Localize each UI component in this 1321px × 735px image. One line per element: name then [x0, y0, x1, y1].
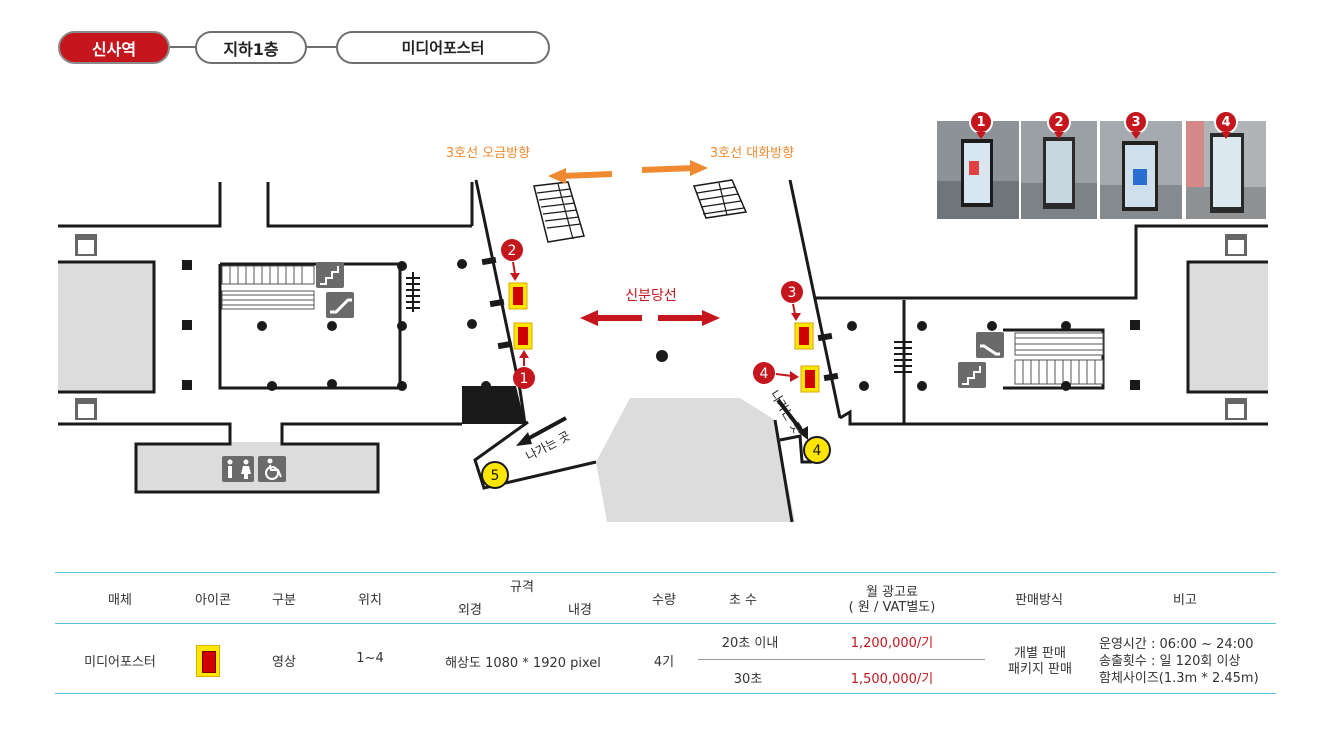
- media-poster-4[interactable]: [800, 365, 820, 393]
- exit-5[interactable]: 5: [481, 416, 567, 489]
- breadcrumb-connector: [307, 46, 337, 48]
- header-seconds: 초 수: [728, 593, 758, 608]
- station-floor-map: 3호선 오금방향 3호선 대화방향 신분당선 2 1 3 4: [58, 146, 1268, 523]
- arrow-orange-right: [641, 160, 708, 176]
- restroom-passage: [231, 426, 281, 442]
- line-label: 신분당선: [625, 288, 677, 304]
- cell-fee-2: 1,500,000/기: [850, 672, 934, 687]
- header-spec-outer: 외경: [458, 603, 482, 618]
- header-location: 위치: [358, 593, 382, 608]
- header-media: 매체: [108, 593, 132, 608]
- cell-category: 영상: [272, 655, 296, 670]
- photo-pin-2: 2: [1047, 110, 1071, 139]
- cell-fee-1: 1,200,000/기: [850, 636, 934, 651]
- gate-left: [406, 272, 420, 312]
- header-sales: 판매방식: [1015, 593, 1063, 608]
- side-area-right: [1188, 262, 1268, 392]
- marker-3: 3: [781, 281, 803, 321]
- marker-1: 1: [513, 350, 535, 389]
- walls-right: [773, 179, 1268, 523]
- cell-location: 1~4: [356, 651, 384, 666]
- breadcrumb-station[interactable]: 신사역: [58, 31, 170, 64]
- photo-2[interactable]: [1021, 121, 1097, 219]
- gate-right: [894, 341, 912, 373]
- media-poster-1[interactable]: [513, 322, 533, 350]
- media-poster-2[interactable]: [508, 282, 528, 310]
- table-top-border: [55, 572, 1276, 573]
- marker-2: 2: [501, 239, 523, 281]
- svg-text:3: 3: [788, 285, 797, 301]
- breadcrumb-connector: [170, 46, 196, 48]
- cell-spec: 해상도 1080 * 1920 pixel: [445, 656, 601, 671]
- side-area-left: [58, 262, 154, 392]
- svg-text:5: 5: [491, 468, 500, 484]
- elevator-icon: [73, 232, 1249, 422]
- header-quantity: 수량: [652, 593, 676, 608]
- cell-seconds-2: 30초: [733, 672, 763, 687]
- cell-remark-2: 송출횟수 : 일 120회 이상: [1099, 654, 1241, 669]
- svg-text:2: 2: [508, 243, 517, 259]
- header-category: 구분: [272, 593, 296, 608]
- marker-4: 4: [753, 362, 799, 384]
- platform-stairs-left: [533, 181, 585, 243]
- row-split-line: [698, 659, 985, 660]
- direction-label-right: 3호선 대화방향: [710, 146, 794, 161]
- photo-pin-3: 3: [1124, 110, 1148, 139]
- header-remarks: 비고: [1173, 593, 1197, 608]
- svg-text:1: 1: [520, 371, 529, 387]
- cell-quantity: 4기: [653, 655, 675, 670]
- arrow-red-right: [658, 310, 720, 326]
- pillars: [182, 256, 1140, 391]
- header-fee-note: ( 원 / VAT별도): [848, 600, 936, 615]
- arrow-red-left: [580, 310, 642, 326]
- restroom-icon: [222, 456, 254, 482]
- central-platform: [596, 398, 795, 522]
- photo-pin-4: 4: [1214, 110, 1238, 139]
- cell-media: 미디어포스터: [84, 655, 156, 670]
- dark-block: [462, 386, 525, 424]
- header-spec-inner: 내경: [568, 603, 592, 618]
- exit-4[interactable]: 4: [776, 398, 831, 464]
- media-poster-icon: [196, 645, 220, 677]
- header-spec: 규격: [510, 580, 534, 595]
- accessible-restroom-icon: [258, 456, 286, 482]
- arrow-orange-left: [548, 168, 613, 184]
- stairs-left: [221, 265, 315, 310]
- table-bottom-border: [55, 693, 1276, 694]
- photo-3[interactable]: [1100, 121, 1182, 219]
- cell-remark-1: 운영시간 : 06:00 ~ 24:00: [1099, 637, 1254, 652]
- header-fee: 월 광고료: [866, 585, 918, 600]
- media-poster-3[interactable]: [794, 322, 814, 350]
- escalator-icon: [326, 292, 1004, 358]
- svg-text:4: 4: [813, 443, 822, 459]
- exit-label-left: 나가는 곳: [524, 429, 573, 464]
- cell-seconds-1: 20초 이내: [721, 636, 779, 651]
- cell-sales-2: 패키지 판매: [1008, 662, 1072, 677]
- stairs-right: [1014, 332, 1104, 385]
- photo-pin-1: 1: [969, 110, 993, 139]
- breadcrumb-floor[interactable]: 지하1층: [195, 31, 307, 64]
- stairs-icon: [316, 262, 986, 388]
- breadcrumb-media[interactable]: 미디어포스터: [336, 31, 550, 64]
- platform-stairs-right: [692, 179, 748, 219]
- header-icon: 아이콘: [195, 593, 231, 608]
- cell-sales-1: 개별 판매: [1014, 646, 1066, 661]
- table-header-divider: [55, 623, 1276, 624]
- cell-remark-3: 함체사이즈(1.3m * 2.45m): [1099, 671, 1259, 686]
- direction-label-left: 3호선 오금방향: [446, 146, 530, 161]
- svg-text:4: 4: [760, 366, 769, 382]
